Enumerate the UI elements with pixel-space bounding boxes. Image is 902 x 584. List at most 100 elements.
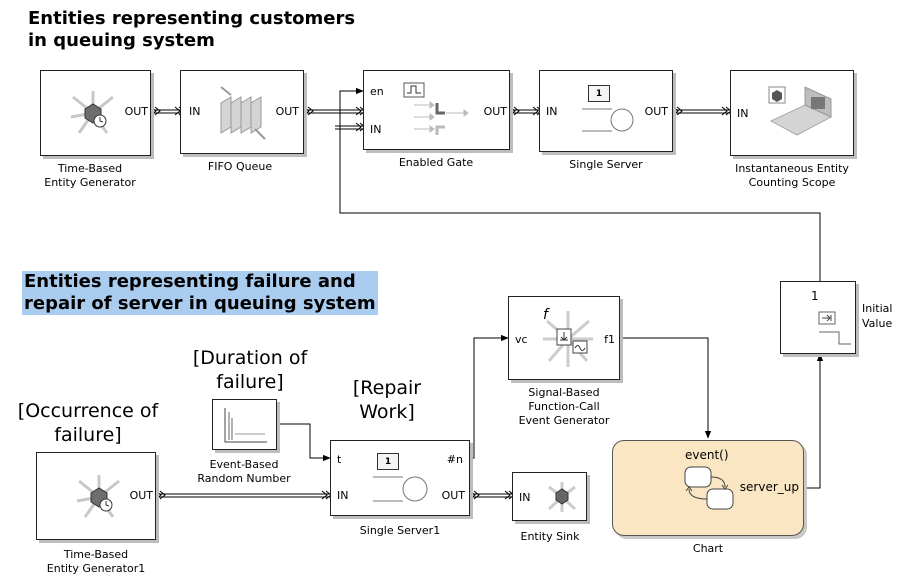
server-icon — [582, 108, 634, 132]
annotation-line: failure] — [54, 424, 122, 446]
entity-sink-caption: Entity Sink — [521, 530, 580, 544]
heading-customers-line2: in queuing system — [28, 30, 215, 51]
entity-sink-block[interactable]: IN — [512, 472, 587, 521]
counting-scope-caption: Instantaneous Entity Counting Scope — [735, 162, 849, 190]
annotation-repair-work: [Repair Work] — [353, 376, 421, 424]
caption-line: Counting Scope — [748, 176, 836, 189]
heading-failure-line2: repair of server in queuing system — [22, 293, 378, 315]
out-port-label: OUT — [124, 105, 148, 118]
signal-sfc-to-chart — [620, 337, 712, 439]
caption-line: Entity Sink — [520, 530, 580, 543]
single-server1-caption: Single Server1 — [360, 524, 440, 538]
annotation-line: [Duration of — [192, 347, 308, 369]
signal-chart-to-initial — [804, 353, 824, 489]
caption-line: Event Generator — [518, 414, 610, 427]
chart-event-label: event() — [685, 448, 729, 462]
counting-scope-block[interactable]: IN — [730, 70, 854, 156]
annotation-duration-of-failure: [Duration of failure] — [193, 346, 307, 394]
chart-output-label: server_up — [739, 480, 799, 494]
stateflow-icon — [684, 466, 734, 510]
initial-value-number: 1 — [811, 289, 819, 303]
in-port-label: IN — [189, 105, 201, 118]
chart-block[interactable]: event() server_up — [612, 440, 804, 536]
out-port-label: OUT — [441, 489, 465, 502]
fifo-queue-block[interactable]: IN OUT — [180, 70, 304, 154]
server-capacity-indicator: 1 — [377, 453, 399, 470]
caption-line: Random Number — [197, 472, 291, 485]
annotation-line: [Occurrence of — [17, 400, 159, 422]
time-based-entity-generator1-caption: Time-Based Entity Generator1 — [47, 548, 145, 576]
heading-failure-line1: Entities representing failure and — [22, 271, 378, 293]
annotation-line: failure] — [216, 371, 284, 393]
event-based-random-number-block[interactable] — [212, 399, 277, 450]
caption-line: Instantaneous Entity — [735, 162, 849, 175]
out-port-label: OUT — [129, 489, 153, 502]
function-call-generator-icon — [543, 311, 593, 367]
f1-port-label: f1 — [604, 333, 615, 346]
caption-line: Time-Based — [57, 162, 123, 175]
scope-icon — [768, 86, 833, 136]
signal-server1-to-sfc — [470, 334, 509, 459]
out-port-label: OUT — [644, 105, 668, 118]
annotation-line: [Repair — [352, 377, 422, 399]
time-based-entity-generator-block[interactable]: OUT — [40, 70, 151, 156]
caption-line: Single Server — [569, 158, 643, 171]
entity-connection-gate-server — [510, 109, 539, 114]
out-port-label: OUT — [483, 105, 507, 118]
caption-line: Event-Based — [209, 458, 279, 471]
event-based-random-number-caption: Event-Based Random Number — [197, 458, 290, 486]
in-port-label: IN — [737, 107, 749, 120]
entity-sink-icon — [547, 482, 577, 512]
fifo-queue-caption: FIFO Queue — [208, 160, 272, 174]
entity-connection-gen2-server1 — [156, 493, 330, 498]
caption-line: Chart — [692, 542, 724, 555]
server-capacity-indicator: 1 — [588, 85, 610, 102]
caption-line: Single Server1 — [359, 524, 441, 537]
enabled-gate-block[interactable]: en IN OUT — [363, 70, 510, 150]
in-port-label: IN — [337, 489, 349, 502]
out-port-label: OUT — [275, 105, 299, 118]
chart-caption: Chart — [693, 542, 723, 556]
time-based-entity-generator1-block[interactable]: OUT — [36, 452, 156, 540]
initial-value-block[interactable]: 1 — [780, 281, 856, 354]
caption-line: Function-Call — [528, 400, 600, 413]
in-port-label: IN — [546, 105, 558, 118]
n-port-label: #n — [446, 453, 463, 466]
single-server-caption: Single Server — [569, 158, 642, 172]
signal-based-function-call-event-generator-block[interactable]: f vc f1 — [508, 296, 620, 380]
entity-connection-fifo-gate — [304, 109, 363, 114]
signal-initial-to-gate-enable — [339, 87, 821, 281]
enabled-gate-caption: Enabled Gate — [399, 156, 473, 170]
signal-based-function-call-event-generator-caption: Signal-Based Function-Call Event Generat… — [519, 386, 610, 428]
single-server-block[interactable]: IN 1 OUT — [539, 70, 673, 152]
entity-generator-icon — [76, 475, 120, 518]
caption-line: Entity Generator — [44, 176, 136, 189]
entity-generator-icon — [70, 91, 114, 134]
queue-icon — [220, 86, 266, 140]
time-based-entity-generator-caption: Time-Based Entity Generator — [44, 162, 135, 190]
single-server1-block[interactable]: t #n 1 IN OUT — [330, 440, 470, 516]
entity-connection-gen1-fifo — [151, 109, 180, 114]
in-port-label: IN — [519, 491, 531, 504]
entity-connection-server-scope — [673, 109, 730, 114]
t-port-label: t — [337, 453, 342, 466]
caption-line: Entity Generator1 — [46, 562, 146, 575]
caption-line: Initial — [862, 302, 893, 315]
initial-value-icon — [818, 311, 851, 345]
in-port-label: IN — [370, 123, 382, 136]
random-number-icon — [224, 408, 267, 443]
caption-line: FIFO Queue — [207, 160, 273, 173]
caption-line: Enabled Gate — [398, 156, 474, 169]
heading-customers: Entities representing customers in queui… — [28, 8, 355, 52]
signal-random-to-server1 — [277, 423, 331, 462]
caption-line: Time-Based — [63, 548, 129, 561]
gate-icon — [403, 82, 469, 135]
heading-customers-line1: Entities representing customers — [28, 8, 356, 29]
heading-failure: Entities representing failure and repair… — [22, 271, 378, 315]
en-port-label: en — [370, 85, 384, 98]
annotation-line: Work] — [359, 401, 415, 423]
annotation-occurrence-of-failure: [Occurrence of failure] — [18, 399, 158, 447]
initial-value-caption: Initial Value — [862, 301, 892, 331]
caption-line: Value — [862, 317, 893, 330]
vc-port-label: vc — [515, 333, 528, 346]
